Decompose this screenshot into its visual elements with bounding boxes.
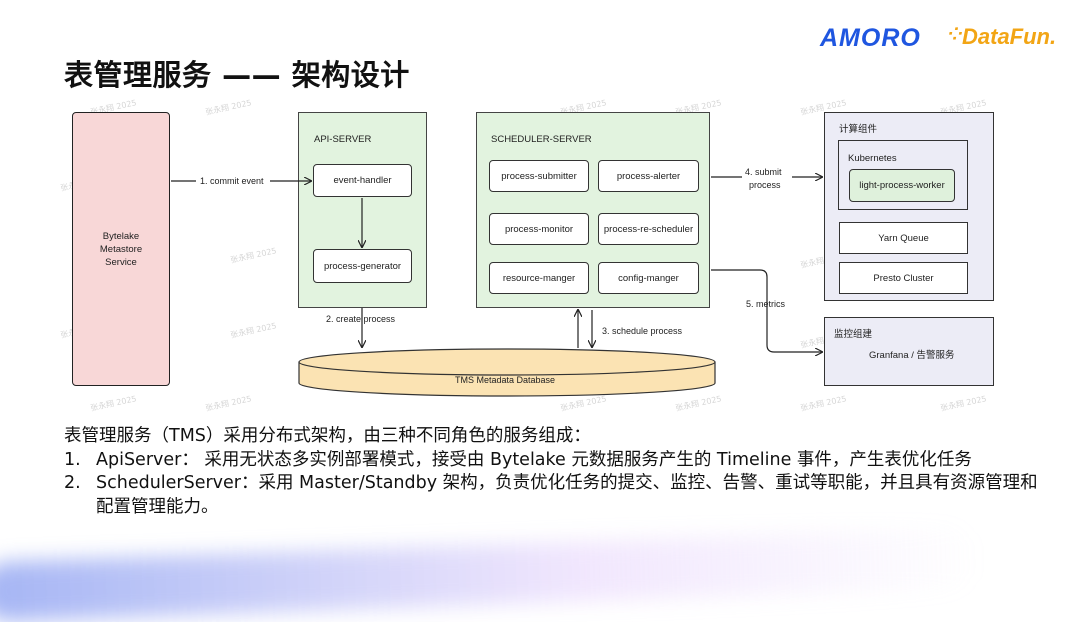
list-number: 1. <box>64 449 81 470</box>
api-server-label: API-SERVER <box>314 134 372 145</box>
metadata-database-label: TMS Metadata Database <box>455 375 556 385</box>
compute-components-label: 计算组件 <box>839 124 878 135</box>
config-manager-label: config-manger <box>618 272 679 284</box>
presto-cluster-box: Presto Cluster <box>839 262 968 294</box>
description-intro: 表管理服务（TMS）采用分布式架构，由三种不同角色的服务组成： <box>64 426 591 446</box>
process-rescheduler-label: process-re-scheduler <box>603 223 694 235</box>
metastore-service-box: Bytelake Metastore Service <box>72 112 170 386</box>
event-handler-box: event-handler <box>313 164 412 197</box>
process-alerter-box: process-alerter <box>598 160 699 192</box>
metrics-label: 5. metrics <box>746 299 786 309</box>
datafun-logo: DataFun. <box>962 24 1057 49</box>
watermark: 张永翔 2025 <box>204 394 253 413</box>
commit-event-label: 1. commit event <box>200 176 264 186</box>
kubernetes-label: Kubernetes <box>848 153 897 164</box>
watermark: 张永翔 2025 <box>559 394 608 413</box>
slide-title: 表管理服务 —— 架构设计 <box>64 58 410 92</box>
list-item-text: SchedulerServer：采用 Master/Standby 架构，负责优… <box>96 473 1038 517</box>
metadata-database-cylinder <box>298 348 716 397</box>
submit-process-label-1: 4. submit <box>745 167 782 177</box>
process-alerter-label: process-alerter <box>616 170 681 182</box>
process-submitter-label: process-submitter <box>501 170 577 182</box>
process-generator-label: process-generator <box>323 260 402 272</box>
watermark: 张永翔 2025 <box>229 246 278 265</box>
process-monitor-label: process-monitor <box>504 223 574 235</box>
watermark: 张永翔 2025 <box>939 394 988 413</box>
yarn-queue-label: Yarn Queue <box>878 232 929 244</box>
watermark: 张永翔 2025 <box>89 394 138 413</box>
description-text: 表管理服务（TMS）采用分布式架构，由三种不同角色的服务组成： 1. ApiSe… <box>64 425 1054 519</box>
light-process-worker-label: light-process-worker <box>859 180 945 191</box>
metastore-service-label: Bytelake Metastore Service <box>99 230 143 268</box>
yarn-queue-box: Yarn Queue <box>839 222 968 254</box>
description-item-apiserver: 1. ApiServer： 采用无状态多实例部署模式，接受由 Bytelake … <box>64 449 1054 473</box>
resource-manager-box: resource-manger <box>489 262 589 294</box>
watermark: 张永翔 2025 <box>674 394 723 413</box>
list-item-text: ApiServer： 采用无状态多实例部署模式，接受由 Bytelake 元数据… <box>96 449 972 470</box>
schedule-process-label: 3. schedule process <box>602 326 683 336</box>
process-monitor-box: process-monitor <box>489 213 589 245</box>
submit-process-label-2: process <box>749 180 781 190</box>
light-process-worker-box: light-process-worker <box>849 169 955 202</box>
list-number: 2. <box>64 473 81 493</box>
watermark: 张永翔 2025 <box>229 321 278 340</box>
resource-manager-label: resource-manger <box>502 272 576 284</box>
process-submitter-box: process-submitter <box>489 160 589 192</box>
metrics-arrow <box>711 269 822 352</box>
monitor-components-label: 监控组建 <box>834 329 873 340</box>
monitor-components-container <box>824 317 994 386</box>
description-item-schedulerserver: 2. SchedulerServer：采用 Master/Standby 架构，… <box>64 472 1054 519</box>
granfana-label: Granfana / 告警服务 <box>869 350 955 361</box>
event-handler-label: event-handler <box>333 175 392 186</box>
amoro-logo: AMORO <box>820 24 921 52</box>
config-manager-box: config-manger <box>598 262 699 294</box>
watermark: 张永翔 2025 <box>204 98 253 117</box>
watermark: 张永翔 2025 <box>799 394 848 413</box>
process-generator-box: process-generator <box>313 249 412 283</box>
process-rescheduler-box: process-re-scheduler <box>598 213 699 245</box>
create-process-label: 2. create process <box>326 314 396 324</box>
datafun-dots-icon: ⁘ <box>948 24 964 45</box>
presto-cluster-label: Presto Cluster <box>873 272 934 284</box>
scheduler-server-label: SCHEDULER-SERVER <box>491 134 592 145</box>
